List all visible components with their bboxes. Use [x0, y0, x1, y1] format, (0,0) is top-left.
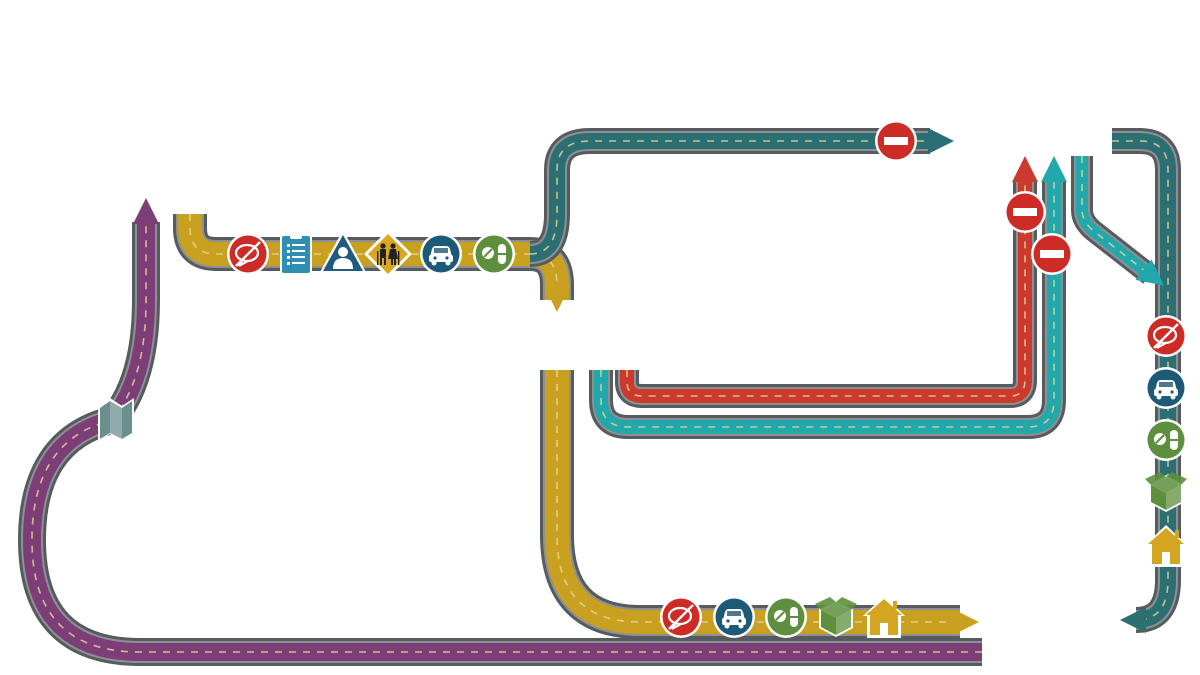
clipboard-checklist-icon	[280, 233, 312, 275]
cyan-route	[589, 180, 1066, 439]
car-icon	[713, 596, 755, 638]
cyan-route-arrow	[1041, 156, 1067, 182]
direction-arrows	[133, 128, 1165, 635]
car-icon	[1145, 367, 1187, 409]
folded-map-icon	[98, 398, 134, 442]
red-route	[615, 180, 1037, 408]
pills-icon	[472, 232, 516, 276]
no-entry-icon	[875, 120, 917, 162]
yellow-route-arrow	[953, 609, 979, 635]
cyan-diagonal-route-arrow	[1135, 259, 1165, 286]
no-communication-icon	[225, 231, 271, 277]
house-icon	[863, 596, 905, 638]
no-communication-icon	[658, 594, 704, 640]
pills-icon	[1144, 418, 1188, 462]
no-entry-icon	[1004, 191, 1046, 233]
red-route-arrow	[1012, 156, 1038, 182]
purple-route	[18, 222, 982, 666]
purple-route-arrow	[133, 198, 159, 224]
no-entry-icon	[1031, 233, 1073, 275]
car-icon	[420, 233, 462, 275]
yellow-route-arrow	[544, 286, 570, 312]
cyan-diagonal-route	[1071, 156, 1157, 284]
teal-top-route	[528, 128, 930, 267]
teal-top-route-arrow	[928, 128, 954, 154]
pills-icon	[764, 595, 808, 639]
right-teal-route-arrow	[1120, 607, 1146, 633]
no-communication-icon	[1143, 313, 1189, 359]
road-network	[18, 128, 1181, 666]
